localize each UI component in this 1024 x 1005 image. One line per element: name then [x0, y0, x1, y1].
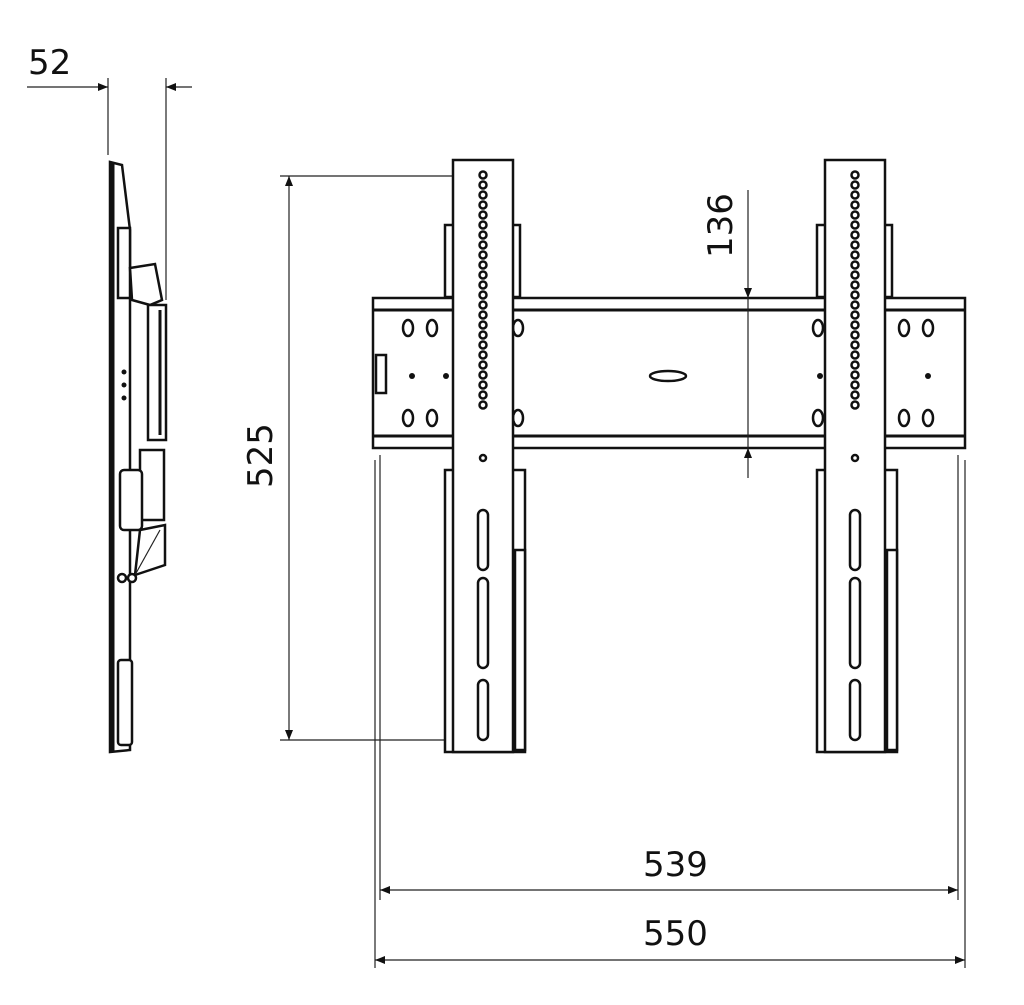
mounting-hole [478, 320, 488, 330]
mounting-hole [850, 220, 860, 230]
wall-slot [811, 408, 825, 428]
mounting-hole [850, 350, 860, 360]
height-label: 525 [241, 423, 281, 488]
mounting-hole [478, 180, 488, 190]
wall-hole [443, 373, 449, 379]
rail-spacing-dimension: 136 [701, 190, 752, 478]
inner-width-dimension: 539 [379, 455, 959, 900]
mounting-hole [478, 190, 488, 200]
mounting-hole [850, 210, 860, 220]
left-upright [451, 158, 515, 754]
mounting-hole [850, 453, 860, 463]
outer-width-label: 550 [643, 914, 708, 954]
mounting-hole [478, 330, 488, 340]
wall-hole [409, 373, 415, 379]
mounting-hole [478, 240, 488, 250]
mounting-hole [478, 300, 488, 310]
height-dimension: 525 [241, 175, 455, 741]
mounting-hole [850, 230, 860, 240]
mounting-hole [850, 370, 860, 380]
mounting-hole [850, 270, 860, 280]
mounting-hole [850, 290, 860, 300]
mounting-hole [478, 360, 488, 370]
wall-slot [401, 408, 415, 428]
mounting-hole [850, 200, 860, 210]
mounting-hole [850, 320, 860, 330]
adjustment-slot [848, 508, 862, 572]
adjustment-slot [476, 678, 490, 742]
wall-hole [817, 373, 823, 379]
mounting-hole [850, 260, 860, 270]
wall-slot [897, 318, 911, 338]
wall-hole [925, 373, 931, 379]
mounting-hole [850, 240, 860, 250]
mounting-hole [850, 340, 860, 350]
mounting-hole [478, 310, 488, 320]
mounting-hole [478, 210, 488, 220]
wall-slot [425, 408, 439, 428]
wall-slot [425, 318, 439, 338]
depth-dimension: 52 [27, 43, 192, 300]
mounting-hole [850, 180, 860, 190]
mounting-hole [850, 190, 860, 200]
wall-slot [897, 408, 911, 428]
rail-spacing-label: 136 [701, 193, 741, 258]
mounting-hole [478, 200, 488, 210]
mounting-hole [478, 370, 488, 380]
mounting-hole [850, 380, 860, 390]
mounting-hole [850, 390, 860, 400]
mounting-hole [478, 280, 488, 290]
mounting-hole [850, 280, 860, 290]
mounting-hole [850, 170, 860, 180]
mounting-hole [478, 270, 488, 280]
wall-slot [511, 408, 525, 428]
mounting-hole [850, 310, 860, 320]
adjustment-slot [848, 678, 862, 742]
inner-width-label: 539 [643, 845, 708, 885]
wall-slot [811, 318, 825, 338]
right-upright [823, 158, 887, 754]
depth-label: 52 [28, 43, 71, 83]
mounting-hole [850, 250, 860, 260]
wall-slot [921, 318, 935, 338]
mounting-hole [850, 330, 860, 340]
mounting-hole [850, 400, 860, 410]
mounting-hole [478, 453, 488, 463]
mounting-hole [478, 170, 488, 180]
wall-slot [511, 318, 525, 338]
mounting-hole [478, 340, 488, 350]
mounting-hole [478, 250, 488, 260]
mounting-hole [850, 360, 860, 370]
mounting-hole [478, 260, 488, 270]
adjustment-slot [476, 576, 490, 670]
outer-width-dimension: 550 [374, 460, 966, 968]
mounting-hole [478, 290, 488, 300]
mounting-hole [478, 400, 488, 410]
mounting-hole [478, 220, 488, 230]
wall-slot [401, 318, 415, 338]
mounting-hole [478, 230, 488, 240]
wall-slot [921, 408, 935, 428]
mounting-hole [478, 380, 488, 390]
side-profile-view [108, 160, 168, 754]
adjustment-slot [848, 576, 862, 670]
mounting-hole [478, 390, 488, 400]
mounting-hole [850, 300, 860, 310]
mounting-hole [478, 350, 488, 360]
adjustment-slot [476, 508, 490, 572]
